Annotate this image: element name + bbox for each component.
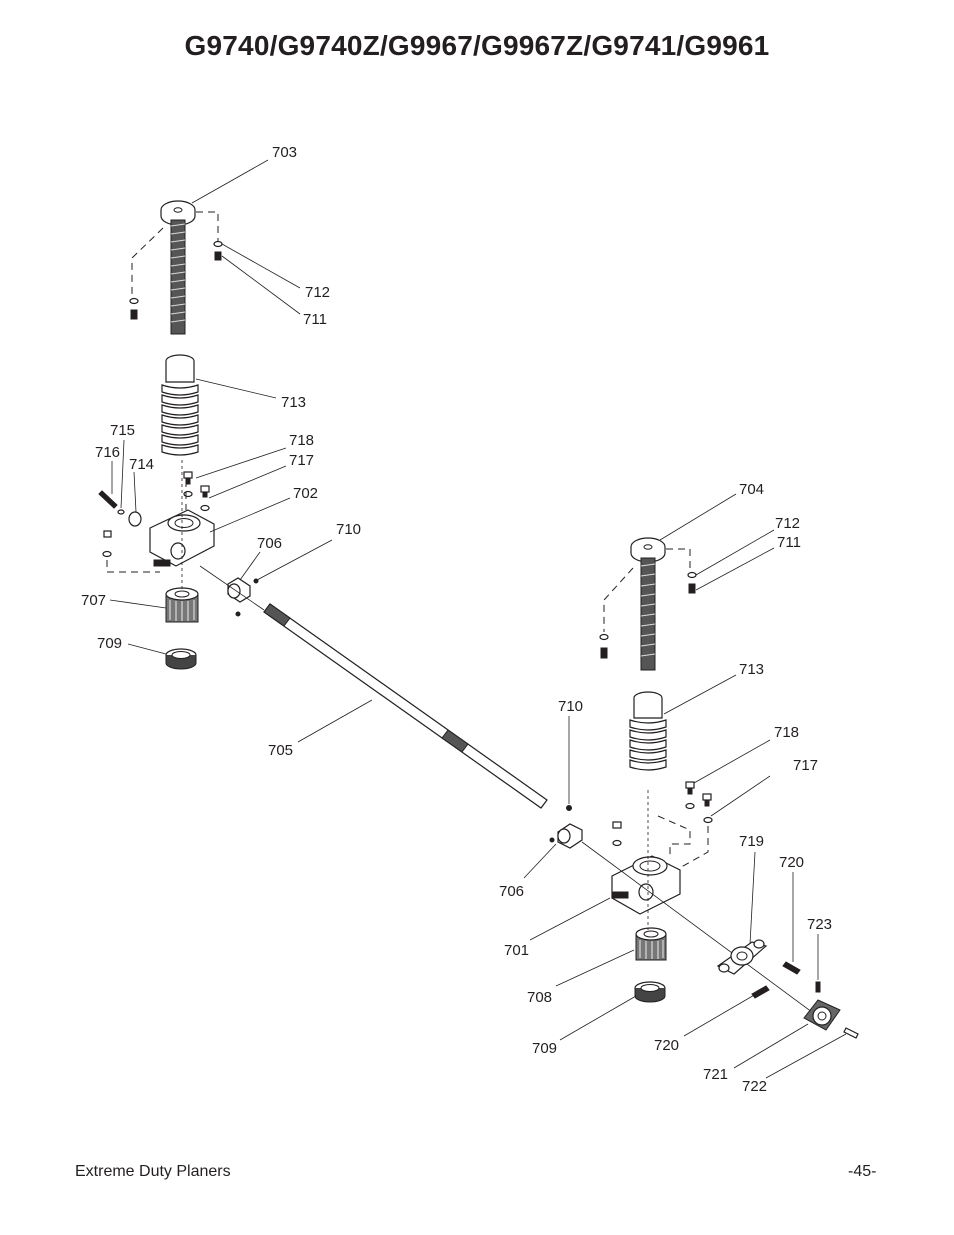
screw-711 xyxy=(129,240,223,320)
callout-711-right: 711 xyxy=(777,534,801,551)
callout-718-right: 718 xyxy=(774,724,799,741)
callout-713-right: 713 xyxy=(739,661,764,678)
callout-710-right: 710 xyxy=(558,698,583,715)
callout-705: 705 xyxy=(268,742,293,759)
callout-719: 719 xyxy=(739,833,764,850)
callout-712-right: 712 xyxy=(775,515,800,532)
bearing-709-right xyxy=(634,981,666,1003)
shaft-705 xyxy=(199,565,548,809)
page-title: G9740/G9740Z/G9967/G9967Z/G9741/G9961 xyxy=(184,30,770,61)
collar-706-right xyxy=(549,805,583,849)
callout-714: 714 xyxy=(129,456,154,473)
assembly-line xyxy=(131,227,164,300)
bellows-713 xyxy=(161,354,199,456)
callout-723: 723 xyxy=(807,916,832,933)
callout-706: 706 xyxy=(257,535,282,552)
assembly-line xyxy=(603,567,634,632)
callout-718: 718 xyxy=(289,432,314,449)
callout-720-right: 720 xyxy=(654,1037,679,1054)
footer-manual-title: Extreme Duty Planers xyxy=(75,1163,231,1180)
callout-722: 722 xyxy=(742,1078,767,1095)
callout-709-right: 709 xyxy=(532,1040,557,1057)
callout-721: 721 xyxy=(703,1066,728,1083)
bolts-718-717 xyxy=(183,471,210,512)
centerline xyxy=(581,841,821,1019)
gear-708 xyxy=(635,927,667,961)
flange-bearing-719 xyxy=(716,939,768,975)
assembly-line xyxy=(675,826,709,871)
callout-707: 707 xyxy=(81,592,106,609)
callout-711: 711 xyxy=(303,311,327,328)
bracket-701 xyxy=(611,855,681,915)
callout-702: 702 xyxy=(293,485,318,502)
callout-717: 717 xyxy=(289,452,314,469)
callout-709: 709 xyxy=(97,635,122,652)
leader-lines xyxy=(109,159,847,1079)
collar-706 xyxy=(227,577,259,617)
callout-716: 716 xyxy=(95,444,120,461)
callout-708: 708 xyxy=(527,989,552,1006)
leadscrew-703 xyxy=(160,200,196,335)
bolts-720 xyxy=(751,961,821,999)
callout-701: 701 xyxy=(504,942,529,959)
callout-720: 720 xyxy=(779,854,804,871)
callout-717-right: 717 xyxy=(793,757,818,774)
callout-labels: 703 712 711 713 715 716 714 718 717 702 … xyxy=(81,144,832,1095)
assembly-line xyxy=(106,560,160,573)
callout-706-right: 706 xyxy=(499,883,524,900)
callout-703: 703 xyxy=(272,144,297,161)
gear-707 xyxy=(165,587,199,623)
callout-704: 704 xyxy=(739,481,764,498)
assembly-line xyxy=(196,211,219,242)
gear-721-pin-722 xyxy=(803,999,859,1039)
leadscrew-704 xyxy=(630,537,666,671)
callout-712: 712 xyxy=(305,284,330,301)
assembly-line xyxy=(657,815,691,858)
footer-page-number: -45- xyxy=(848,1163,877,1180)
assembly-line xyxy=(666,548,691,572)
bellows-713-right xyxy=(629,691,667,771)
callout-715: 715 xyxy=(110,422,135,439)
callout-713: 713 xyxy=(281,394,306,411)
bearing-709 xyxy=(165,648,197,670)
bolt-716-washer-714 xyxy=(98,490,142,558)
callout-710: 710 xyxy=(336,521,361,538)
bolts-718-717-right xyxy=(612,781,713,847)
